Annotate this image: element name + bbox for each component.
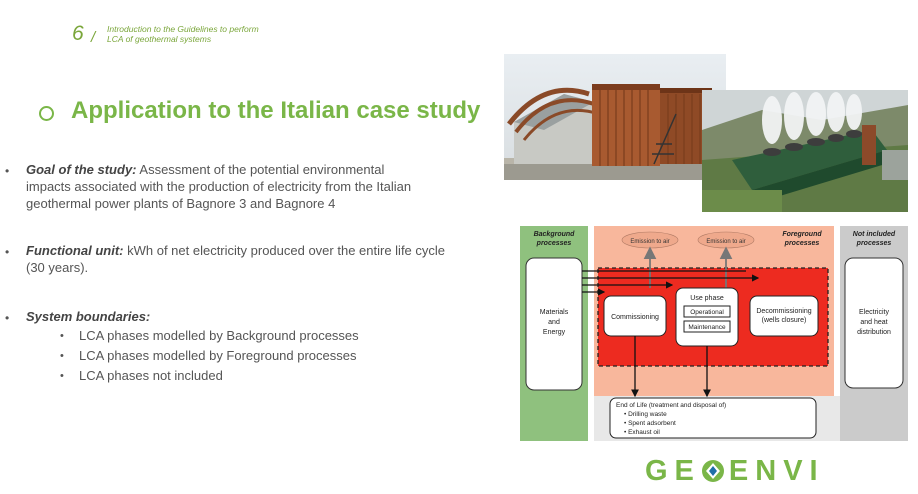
bullet-functional-unit: Functional unit: kWh of net electricity …: [26, 242, 446, 276]
commissioning-label: Commissioning: [611, 314, 659, 321]
end-of-life-item: • Exhaust oil: [624, 429, 660, 436]
not-included-title: Not included: [853, 231, 896, 238]
sub-bullet-background: LCA phases modelled by Background proces…: [79, 328, 359, 343]
bullet-text: Assessment of the potential environmenta…: [26, 162, 412, 211]
brand-left: GE: [645, 455, 701, 487]
bullet-label: System boundaries:: [26, 309, 151, 324]
geothermal-plant-photo-1: [504, 54, 726, 180]
page-title: Application to the Italian case study: [71, 97, 481, 124]
title-circle-icon: [39, 106, 54, 121]
end-of-life-item: • Drilling waste: [624, 411, 667, 418]
end-of-life-item: • Spent adsorbent: [624, 420, 676, 427]
lca-system-diagram: Background processes Foreground processe…: [520, 226, 908, 441]
svg-text:processes: processes: [536, 240, 572, 247]
bullet-label: Functional unit:: [26, 243, 124, 258]
bullet-system-boundaries: System boundaries:: [26, 308, 150, 325]
use-phase-label: Use phase: [690, 295, 724, 302]
svg-text:(wells closure): (wells closure): [762, 317, 807, 324]
operational-label: Operational: [690, 309, 724, 316]
maintenance-label: Maintenance: [688, 324, 726, 331]
sub-bullet-not-included: LCA phases not included: [79, 368, 223, 383]
header-subtitle: Introduction to the Guidelines to perfor…: [107, 24, 259, 44]
bullet-label: Goal of the study:: [26, 162, 137, 177]
sub-bullet-dot-icon: •: [60, 330, 64, 342]
bullet-goal: Goal of the study: Assessment of the pot…: [26, 161, 426, 212]
emission-label-1: Emission to air: [630, 239, 669, 245]
geoenvi-logo: GE ENVI: [645, 455, 825, 488]
svg-text:and heat: and heat: [860, 319, 887, 326]
foreground-title: Foreground: [782, 231, 822, 238]
decommissioning-label: Decommissioning: [756, 308, 811, 315]
bullet-dot-icon: •: [5, 245, 10, 259]
materials-label: Materials: [540, 309, 569, 316]
svg-text:Energy: Energy: [543, 329, 566, 336]
slide-number: 6: [72, 22, 84, 45]
emission-label-2: Emission to air: [706, 239, 745, 245]
bullet-dot-icon: •: [5, 311, 10, 325]
svg-text:and: and: [548, 319, 560, 326]
sub-bullet-dot-icon: •: [60, 350, 64, 362]
logo-mark-icon: [701, 458, 725, 482]
brand-right: ENVI: [728, 455, 825, 487]
svg-text:processes: processes: [784, 240, 820, 247]
svg-text:distribution: distribution: [857, 329, 891, 336]
slide-separator: /: [91, 29, 96, 46]
geothermal-plant-photo-2: [702, 90, 908, 212]
electricity-label: Electricity: [859, 309, 889, 316]
sub-bullet-dot-icon: •: [60, 370, 64, 382]
bullet-dot-icon: •: [5, 164, 10, 178]
end-of-life-title: End of Life (treatment and disposal of): [616, 402, 726, 409]
svg-text:processes: processes: [856, 240, 892, 247]
sub-bullet-foreground: LCA phases modelled by Foreground proces…: [79, 348, 357, 363]
background-title: Background: [534, 231, 576, 238]
bullet-text: kWh of net electricity produced over the…: [26, 243, 446, 275]
